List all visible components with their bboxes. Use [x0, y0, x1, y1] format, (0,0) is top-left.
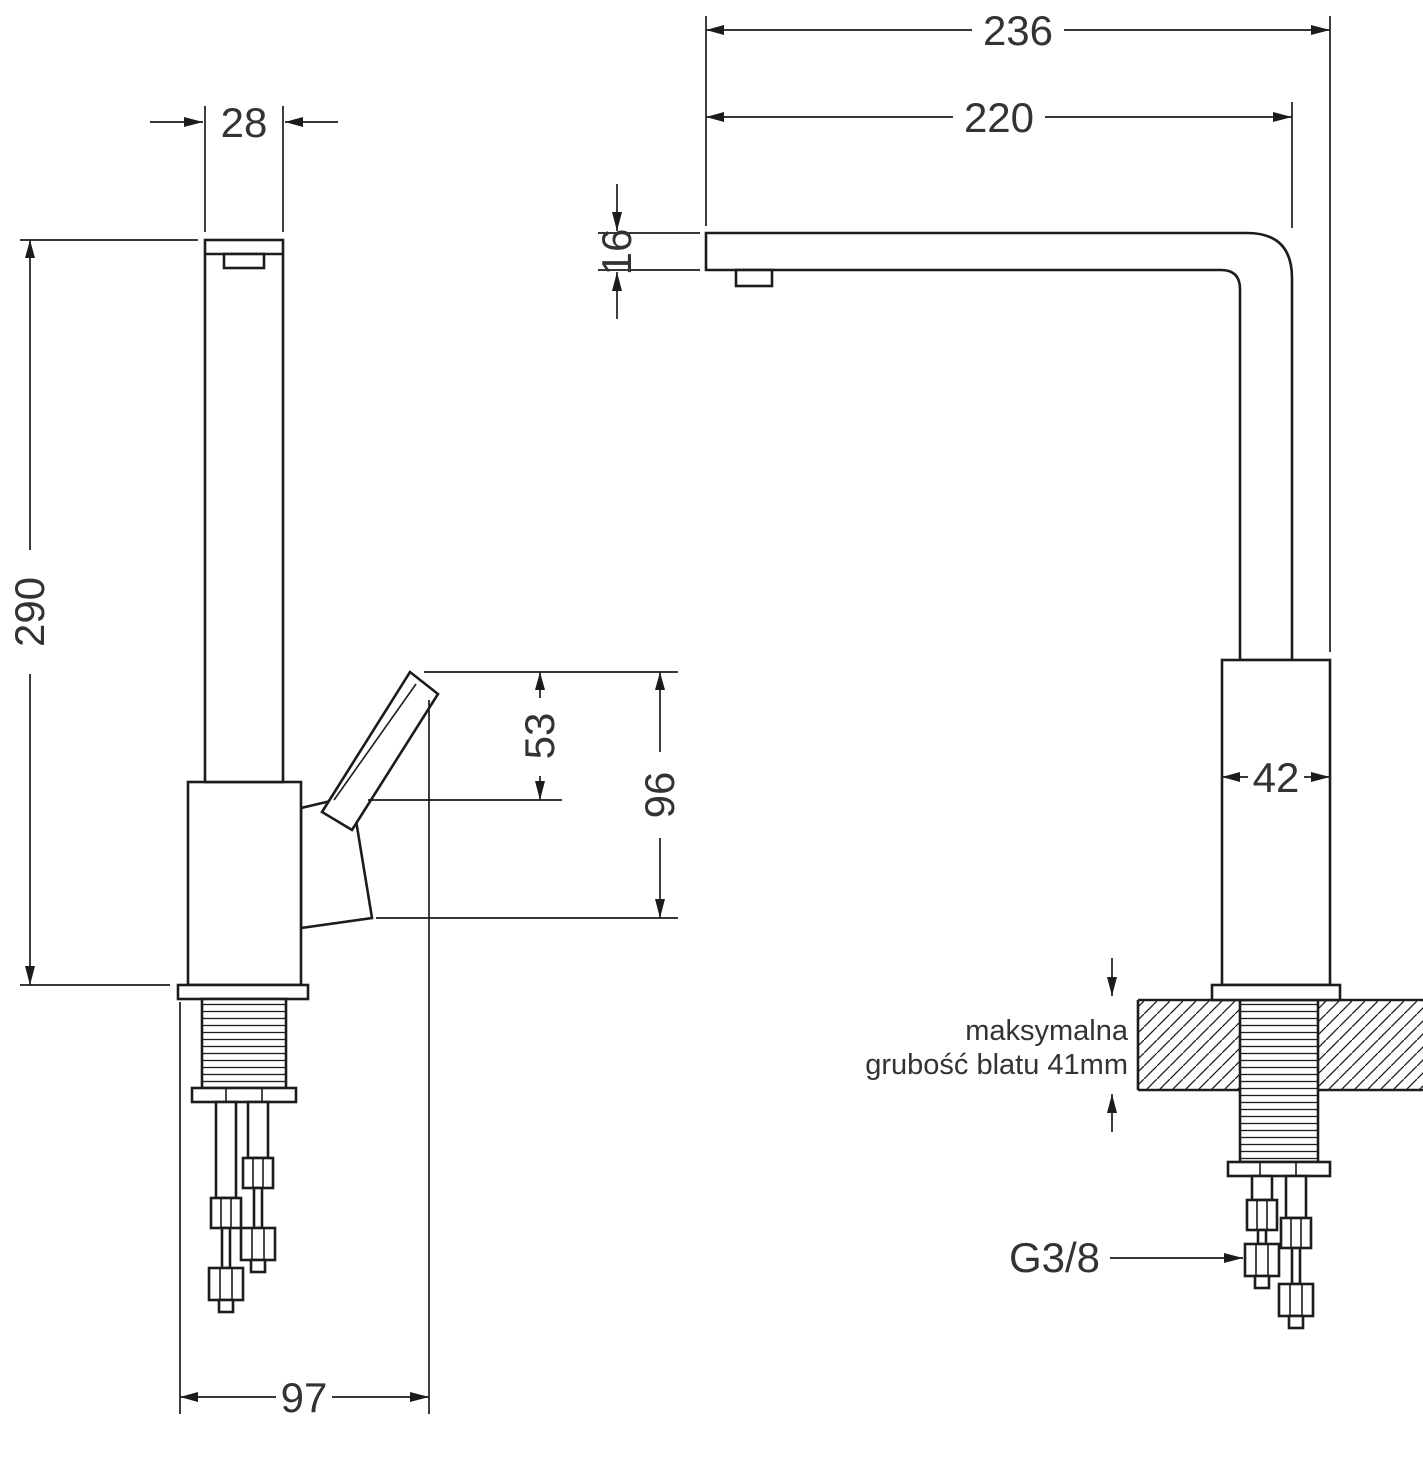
dimension-spout-thickness: 16: [593, 184, 700, 319]
supply-hose-front-right: [1277, 1174, 1315, 1330]
mounting-shank-front: [1238, 998, 1320, 1164]
supply-hose-front-left: [1243, 1174, 1281, 1290]
dimension-spout-reach: 220: [706, 94, 1293, 228]
base-flange: [176, 983, 310, 1001]
supply-hose-right: [239, 1100, 277, 1274]
dimension-label-spout-reach: 220: [964, 94, 1034, 141]
thread-size-annotation: G3/8: [1009, 1234, 1243, 1281]
lock-nut: [190, 1086, 298, 1104]
mounting-shank: [200, 997, 288, 1090]
aerator-outlet-front: [734, 268, 774, 288]
countertop-thickness-annotation: maksymalna grubość blatu 41mm: [865, 958, 1129, 1132]
countertop-note-line1: maksymalna: [965, 1015, 1129, 1047]
thread-size-label: G3/8: [1009, 1234, 1100, 1281]
dimension-label-base-depth: 97: [281, 1374, 328, 1421]
faucet-body: [186, 780, 303, 987]
lever-handle: [299, 670, 440, 930]
dimension-label-total-height: 290: [6, 577, 53, 647]
dimension-total-depth: 236: [705, 7, 1331, 652]
spout-column: [203, 238, 285, 784]
aerator-outlet: [222, 252, 266, 270]
body-front: [1220, 658, 1332, 987]
dimension-spout-width: 28: [150, 99, 338, 232]
dimension-body-width: 42: [1222, 754, 1330, 801]
dimension-base-depth: 97: [179, 700, 430, 1421]
lock-nut-front: [1226, 1160, 1332, 1178]
base-flange-front: [1210, 983, 1342, 1002]
countertop-note-line2: grubość blatu 41mm: [865, 1049, 1128, 1081]
dimension-label-spout-width: 28: [221, 99, 268, 146]
dimension-lever-height: 96: [376, 672, 683, 919]
dimension-label-body-width: 42: [1253, 754, 1300, 801]
dimension-label-lever-top-offset: 53: [516, 713, 563, 760]
dimension-total-height: 290: [6, 239, 198, 986]
supply-hose-left: [207, 1100, 245, 1314]
dimension-label-spout-thickness: 16: [593, 229, 640, 276]
spout-arm: [704, 231, 1294, 662]
faucet-front-view: [704, 231, 1423, 1330]
dimension-label-total-depth: 236: [983, 7, 1053, 54]
dimension-lever-top-offset: 53: [368, 671, 678, 801]
faucet-side-view: [176, 238, 440, 1314]
dimension-label-lever-height: 96: [636, 772, 683, 819]
